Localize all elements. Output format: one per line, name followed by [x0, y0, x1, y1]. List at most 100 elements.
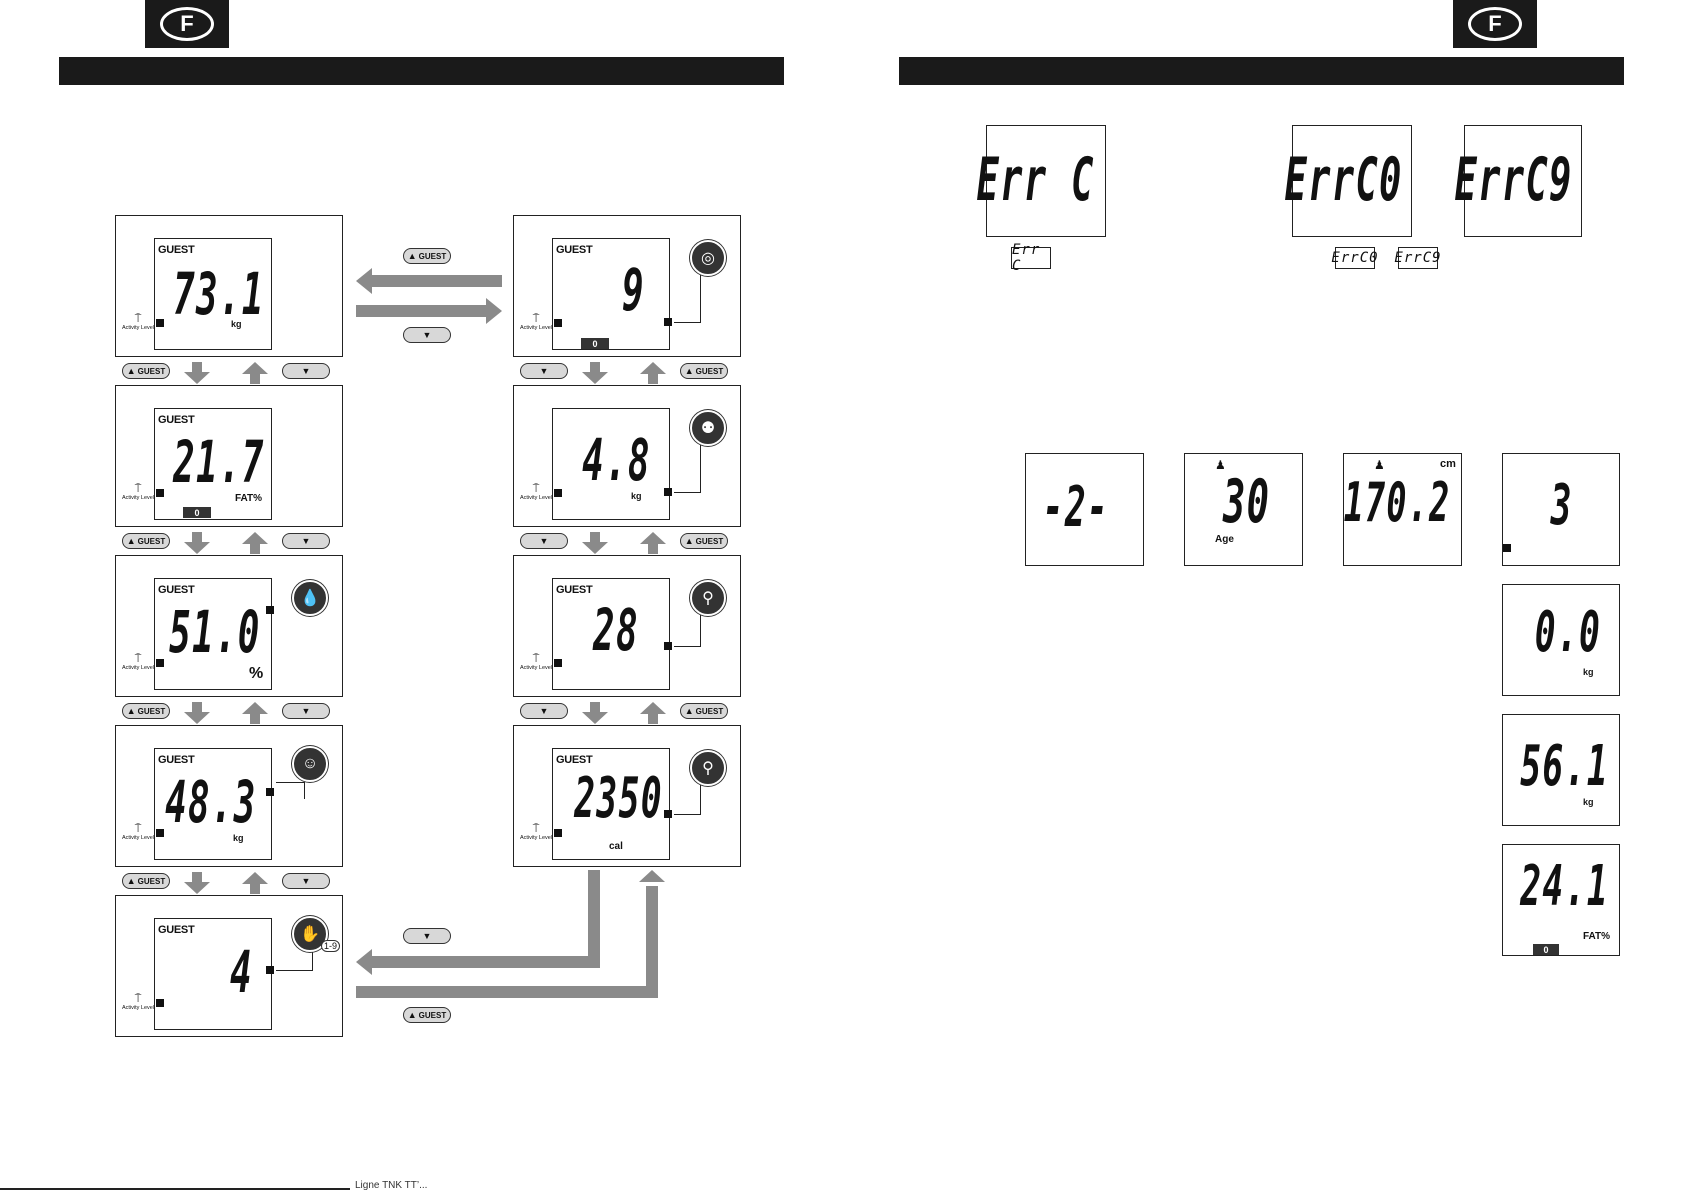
triangle-up-icon: ▲ — [684, 365, 694, 376]
lcd-value: 170.2 — [1344, 471, 1451, 534]
antenna-icon: ⍑ — [134, 653, 142, 665]
guest-label: GUEST — [556, 244, 593, 256]
triangle-down-icon: ▼ — [301, 535, 311, 546]
up-guest-button[interactable]: ▲GUEST — [680, 533, 728, 549]
guest-label: GUEST — [158, 924, 195, 936]
lcd-screen: GUEST 21.7 FAT% 0 — [154, 408, 272, 520]
lcd-screen: GUEST 73.1 kg — [154, 238, 272, 350]
down-button[interactable]: ▼ — [403, 928, 451, 944]
user-number-display: -2- — [1025, 453, 1144, 566]
antenna-icon: ⍑ — [134, 823, 142, 835]
error-display: ErrC0 — [1285, 125, 1412, 237]
up-guest-button[interactable]: ▲GUEST — [680, 703, 728, 719]
error-code: ErrC0 — [1284, 145, 1403, 215]
lcd-screen: GUEST 4 — [154, 918, 272, 1030]
lcd-screen: GUEST 28 — [552, 578, 670, 690]
error-display: Err C — [977, 125, 1106, 237]
down-button[interactable]: ▼ — [282, 873, 330, 889]
activity-display: 3 — [1502, 453, 1620, 566]
lcd-unit: cal — [609, 841, 623, 852]
arrow-down-icon — [184, 362, 210, 384]
triangle-down-icon: ▼ — [301, 365, 311, 376]
arrow-up-icon — [640, 362, 666, 384]
triangle-down-icon: ▼ — [301, 875, 311, 886]
guest-label: GUEST — [158, 584, 195, 596]
lcd-value: 28 — [593, 596, 639, 664]
height-display: ♟ cm 170.2 — [1343, 453, 1462, 566]
antenna-icon: ⍑ — [532, 313, 540, 325]
connector-line — [276, 782, 305, 799]
arrow-down-icon — [582, 362, 608, 384]
lcd-value: 21.7 — [173, 428, 265, 496]
loop-line-bottom — [356, 986, 658, 998]
display-panel-bmi: GUEST 28 ⚲ ⍑Activity Level — [513, 555, 741, 697]
arrow-up-icon — [640, 532, 666, 554]
up-guest-button[interactable]: ▲GUEST — [122, 703, 170, 719]
muscle-icon: ☺ — [292, 746, 328, 782]
lcd-value: 51.0 — [169, 598, 261, 666]
guest-label: GUEST — [556, 584, 593, 596]
lcd-value: 9 — [622, 256, 645, 324]
down-button[interactable]: ▼ — [282, 363, 330, 379]
lcd-value: 24.1 — [1520, 854, 1609, 919]
zero-bar: 0 — [581, 338, 609, 349]
indicator-mark — [266, 606, 274, 614]
weight-display: 56.1 kg — [1502, 714, 1620, 826]
down-button[interactable]: ▼ — [282, 703, 330, 719]
lcd-value: 4 — [230, 938, 253, 1006]
display-panel-water: GUEST 51.0 % 💧 ⍑Activity Level — [115, 555, 343, 697]
up-guest-button[interactable]: ▲GUEST — [403, 248, 451, 264]
footer-text: Ligne TNK TT’... — [355, 1180, 428, 1191]
error-code: ErrC9 — [1454, 145, 1573, 215]
lcd-value: 0.0 — [1534, 600, 1601, 665]
triangle-down-icon: ▼ — [301, 705, 311, 716]
connector-line — [276, 946, 313, 971]
person-icon: ♟ — [1374, 458, 1385, 472]
indicator-mark — [664, 318, 672, 326]
arrow-right-icon — [356, 298, 502, 324]
down-button[interactable]: ▼ — [520, 533, 568, 549]
up-guest-button[interactable]: ▲GUEST — [680, 363, 728, 379]
arrow-down-icon — [184, 872, 210, 894]
display-panel-bone: 4.8 kg ⚉ ⍑Activity Level — [513, 385, 741, 527]
up-guest-button[interactable]: ▲GUEST — [122, 363, 170, 379]
indicator-mark — [266, 966, 274, 974]
triangle-up-icon: ▲ — [126, 535, 136, 546]
indicator-mark — [156, 319, 164, 327]
language-letter: F — [1468, 7, 1522, 41]
arrow-down-icon — [184, 702, 210, 724]
display-panel-muscle: GUEST 48.3 kg ☺ ⍑Activity Level — [115, 725, 343, 867]
fat-display: 24.1 FAT% 0 — [1502, 844, 1620, 956]
indicator-mark — [1503, 544, 1511, 552]
activity-level-indicator: ⍑Activity Level — [516, 654, 556, 672]
connector-line — [674, 784, 701, 815]
lcd-unit: kg — [231, 319, 242, 329]
triangle-down-icon: ▼ — [422, 930, 432, 941]
down-button[interactable]: ▼ — [520, 363, 568, 379]
lcd-value: 56.1 — [1520, 734, 1609, 799]
guest-label: GUEST — [158, 414, 195, 426]
connector-line — [674, 444, 701, 493]
down-button[interactable]: ▼ — [403, 327, 451, 343]
lcd-value: 4.8 — [582, 426, 651, 494]
activity-range-label: 1-9 — [320, 940, 340, 952]
visceral-icon: ◎ — [690, 240, 726, 276]
language-letter: F — [160, 7, 214, 41]
error-code-small: Err C — [1011, 242, 1051, 274]
lcd-unit: kg — [1583, 667, 1594, 677]
arrow-up-icon — [242, 872, 268, 894]
arrow-down-icon — [582, 532, 608, 554]
connector-line — [674, 614, 701, 647]
up-guest-button[interactable]: ▲GUEST — [403, 1007, 451, 1023]
activity-level-indicator: ⍑Activity Level — [516, 824, 556, 842]
arrow-down-icon — [184, 532, 210, 554]
language-badge-right: F — [1453, 0, 1537, 48]
lcd-unit: FAT% — [235, 493, 263, 504]
down-button[interactable]: ▼ — [520, 703, 568, 719]
age-label: Age — [1215, 534, 1234, 545]
lcd-screen: GUEST 48.3 kg — [154, 748, 272, 860]
up-guest-button[interactable]: ▲GUEST — [122, 533, 170, 549]
indicator-mark — [554, 829, 562, 837]
up-guest-button[interactable]: ▲GUEST — [122, 873, 170, 889]
down-button[interactable]: ▼ — [282, 533, 330, 549]
